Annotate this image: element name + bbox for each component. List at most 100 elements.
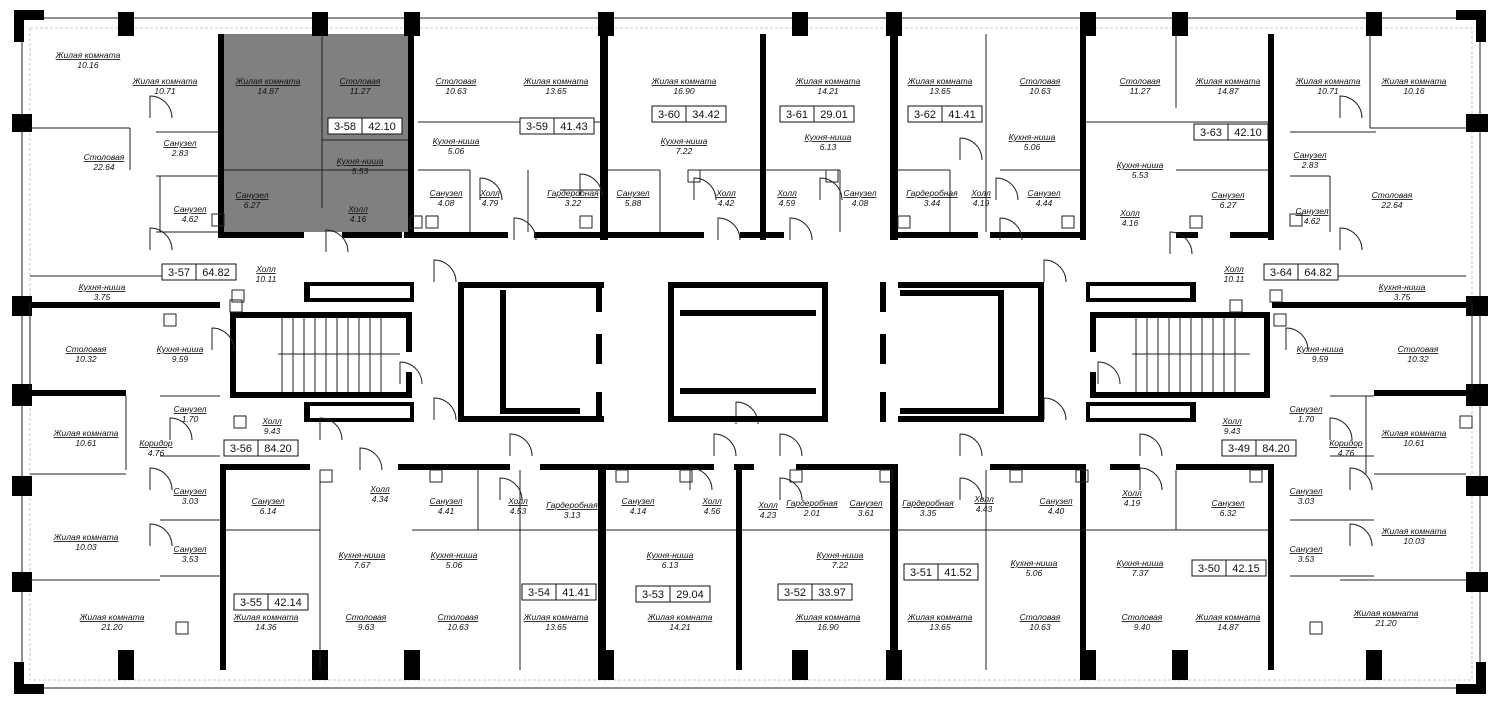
room-name: Жилая комната (235, 76, 301, 86)
room-area: 4.16 (350, 214, 367, 224)
room-area: 9.59 (1312, 354, 1329, 364)
apartment-number: 3-50 (1198, 563, 1220, 575)
room-area: 9.43 (264, 426, 281, 436)
room-area: 3.53 (182, 554, 199, 564)
room-name: Жилая комната (1353, 608, 1419, 618)
room-name: Жилая комната (132, 76, 198, 86)
room-name: Холл (1223, 264, 1244, 274)
apartment-number: 3-56 (230, 443, 252, 455)
apartment-badge[interactable]: 3-55 42.14 (233, 593, 309, 611)
room-area: 2.01 (803, 508, 821, 518)
room-name: Жилая комната (233, 612, 299, 622)
room-area: 10.32 (75, 354, 97, 364)
room-area: 10.63 (1029, 622, 1051, 632)
room-name: Санузел (844, 188, 877, 198)
room-name: Жилая комната (79, 612, 145, 622)
room-area: 4.41 (438, 506, 455, 516)
room-name: Санузел (1212, 498, 1245, 508)
room-name: Холл (1221, 416, 1242, 426)
room-area: 6.13 (662, 560, 679, 570)
room-area: 4.34 (372, 494, 389, 504)
room-name: Жилая комната (795, 76, 861, 86)
room-name: Жилая комната (1195, 76, 1261, 86)
room-area: 4.19 (973, 198, 990, 208)
room-area: 21.20 (1374, 618, 1397, 628)
room-area: 13.65 (929, 622, 951, 632)
room-name: Кухня-ниша (337, 156, 384, 166)
apartment-area: 41.43 (560, 121, 588, 133)
room-name: Холл (970, 188, 991, 198)
room-name: Санузел (174, 486, 207, 496)
room-area: 6.27 (244, 200, 261, 210)
room-area: 10.61 (1403, 438, 1425, 448)
room-name: Кухня-ниша (1117, 558, 1164, 568)
room-name: Кухня-ниша (1009, 132, 1056, 142)
apartment-number: 3-60 (658, 109, 680, 121)
apartment-number: 3-59 (526, 121, 548, 133)
room-area: 14.87 (257, 86, 279, 96)
room-area: 5.06 (1026, 568, 1043, 578)
room-area: 7.37 (1132, 568, 1149, 578)
room-area: 3.35 (920, 508, 937, 518)
room-area: 9.63 (358, 622, 375, 632)
room-name: Санузел (617, 188, 650, 198)
apartment-number: 3-61 (786, 109, 808, 121)
room-name: Санузел (430, 188, 463, 198)
room-area: 13.65 (545, 86, 567, 96)
apartment-badge[interactable]: 3-59 41.43 (519, 117, 595, 135)
room-area: 14.21 (817, 86, 839, 96)
apartment-area: 42.14 (274, 597, 302, 609)
room-name: Столовая (1020, 612, 1061, 622)
room-name: Коридор (139, 438, 173, 448)
room-area: 3.13 (564, 510, 581, 520)
apartment-area: 41.41 (562, 587, 590, 599)
apartment-number: 3-55 (240, 597, 262, 609)
room-name: Санузел (164, 138, 197, 148)
room-name: Кухня-ниша (661, 136, 708, 146)
partitions (29, 34, 1473, 670)
room-name: Санузел (1294, 150, 1327, 160)
room-area: 22.64 (92, 162, 115, 172)
room-name: Жилая комната (53, 532, 119, 542)
room-name: Жилая комната (523, 612, 589, 622)
room-name: Жилая комната (1381, 76, 1447, 86)
